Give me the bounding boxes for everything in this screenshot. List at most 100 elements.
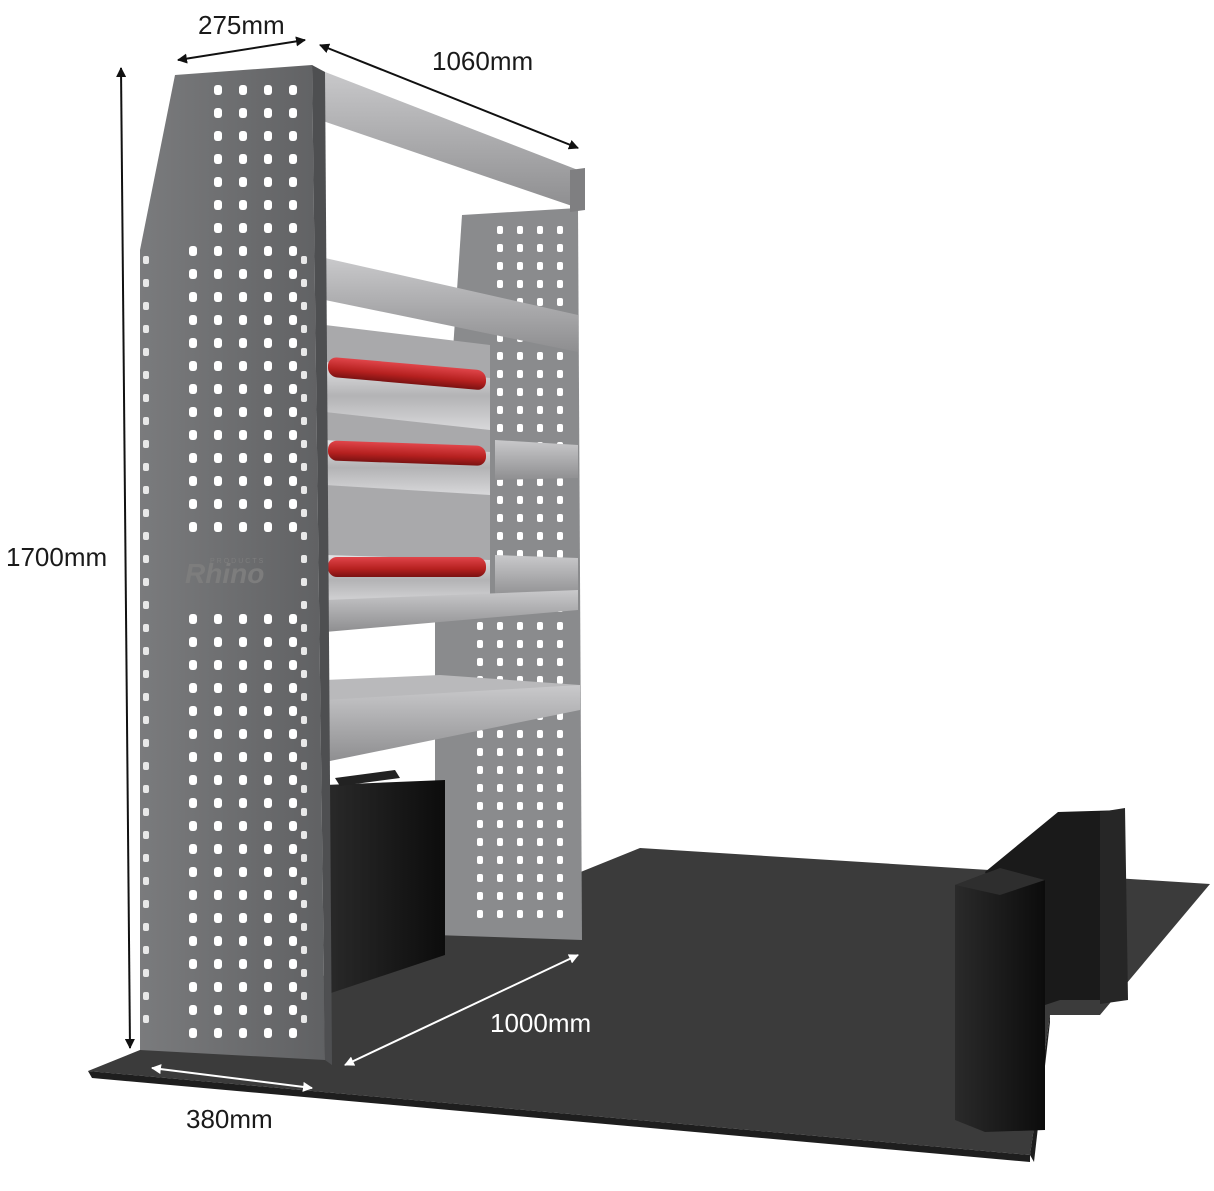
perforation-hole	[239, 269, 247, 279]
edge-slot	[143, 739, 149, 747]
edge-slot	[301, 279, 307, 287]
perforation-hole	[497, 370, 503, 378]
perforation-hole	[537, 838, 543, 846]
perforation-hole	[189, 683, 197, 693]
perforation-hole	[214, 775, 222, 785]
perforation-hole	[289, 752, 297, 762]
perforation-hole	[289, 223, 297, 233]
perforation-hole	[189, 890, 197, 900]
perforation-hole	[537, 748, 543, 756]
perforation-hole	[289, 913, 297, 923]
drawer-handle-3[interactable]	[328, 557, 486, 577]
perforation-hole	[477, 784, 483, 792]
perforation-hole	[189, 361, 197, 371]
perforation-hole	[239, 982, 247, 992]
perforation-hole	[264, 430, 272, 440]
perforation-hole	[289, 131, 297, 141]
perforation-hole	[289, 476, 297, 486]
perforation-hole	[214, 752, 222, 762]
perforation-hole	[497, 622, 503, 630]
perforation-hole	[239, 913, 247, 923]
edge-slot	[143, 900, 149, 908]
perforation-hole	[214, 476, 222, 486]
perforation-hole	[537, 820, 543, 828]
perforation-hole	[289, 821, 297, 831]
perforation-hole	[477, 856, 483, 864]
perforation-hole	[189, 982, 197, 992]
perforation-hole	[189, 246, 197, 256]
edge-slot	[143, 693, 149, 701]
edge-slot	[143, 808, 149, 816]
perforation-hole	[557, 748, 563, 756]
edge-slot	[143, 992, 149, 1000]
perforation-hole	[264, 821, 272, 831]
edge-slot	[143, 463, 149, 471]
small-shelf-lower	[495, 555, 578, 598]
perforation-hole	[557, 424, 563, 432]
perforation-hole	[289, 683, 297, 693]
middle-shelf	[325, 590, 578, 632]
perforation-hole	[497, 640, 503, 648]
perforation-hole	[264, 1028, 272, 1038]
perforation-hole	[239, 775, 247, 785]
perforation-hole	[214, 890, 222, 900]
perforation-hole	[517, 856, 523, 864]
perforation-hole	[264, 660, 272, 670]
edge-slot	[143, 601, 149, 609]
perforation-hole	[289, 660, 297, 670]
perforation-hole	[477, 748, 483, 756]
edge-slot	[301, 647, 307, 655]
perforation-hole	[477, 766, 483, 774]
perforation-hole	[557, 388, 563, 396]
perforation-hole	[239, 752, 247, 762]
dimension-label-380: 380mm	[186, 1104, 273, 1134]
perforation-hole	[239, 729, 247, 739]
perforation-hole	[517, 226, 523, 234]
perforation-hole	[239, 246, 247, 256]
perforation-hole	[264, 407, 272, 417]
perforation-hole	[189, 844, 197, 854]
perforation-hole	[264, 913, 272, 923]
perforation-hole	[557, 820, 563, 828]
perforation-hole	[517, 370, 523, 378]
edge-slot	[301, 877, 307, 885]
perforation-hole	[264, 775, 272, 785]
perforation-hole	[537, 424, 543, 432]
perforation-hole	[497, 838, 503, 846]
perforation-hole	[289, 338, 297, 348]
perforation-hole	[264, 798, 272, 808]
perforation-hole	[239, 798, 247, 808]
dimension-label-1700: 1700mm	[6, 542, 107, 572]
perforation-hole	[189, 959, 197, 969]
edge-slot	[143, 302, 149, 310]
edge-slot	[301, 302, 307, 310]
perforation-hole	[289, 637, 297, 647]
edge-slot	[143, 256, 149, 264]
edge-slot	[301, 1015, 307, 1023]
perforation-hole	[239, 453, 247, 463]
perforation-hole	[214, 936, 222, 946]
perforation-hole	[239, 223, 247, 233]
perforation-hole	[189, 614, 197, 624]
perforation-hole	[289, 269, 297, 279]
perforation-hole	[497, 856, 503, 864]
perforation-hole	[239, 292, 247, 302]
perforation-hole	[537, 802, 543, 810]
perforation-hole	[214, 660, 222, 670]
perforation-hole	[289, 890, 297, 900]
drawer-handle-1[interactable]	[328, 357, 486, 391]
perforation-hole	[239, 936, 247, 946]
perforation-hole	[214, 867, 222, 877]
dimension-height: 1700mm	[6, 67, 135, 1049]
perforation-hole	[497, 820, 503, 828]
perforation-hole	[497, 280, 503, 288]
perforation-hole	[189, 407, 197, 417]
dimension-label-1000: 1000mm	[490, 1008, 591, 1038]
perforation-hole	[537, 658, 543, 666]
perforation-hole	[537, 784, 543, 792]
drawer-handle-2[interactable]	[328, 440, 486, 466]
perforation-hole	[289, 798, 297, 808]
perforation-hole	[289, 706, 297, 716]
perforation-hole	[537, 406, 543, 414]
